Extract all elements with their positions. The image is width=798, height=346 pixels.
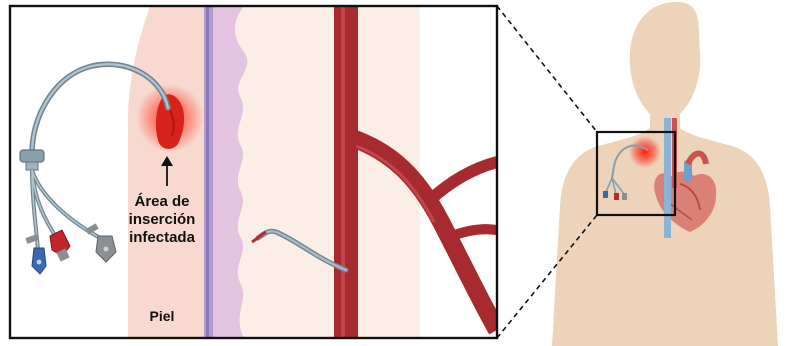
body-infection-glow	[629, 136, 661, 168]
skin-layer	[128, 6, 204, 338]
infected-site-label-line2: inserción	[129, 211, 196, 228]
infected-site-label-line1: Área de	[134, 193, 189, 210]
infected-site-label-line3: infectada	[129, 229, 196, 246]
zoom-panel: Área de inserción infectada Piel	[10, 6, 497, 338]
tissue-layer	[235, 6, 420, 338]
skin-label: Piel	[150, 308, 175, 324]
